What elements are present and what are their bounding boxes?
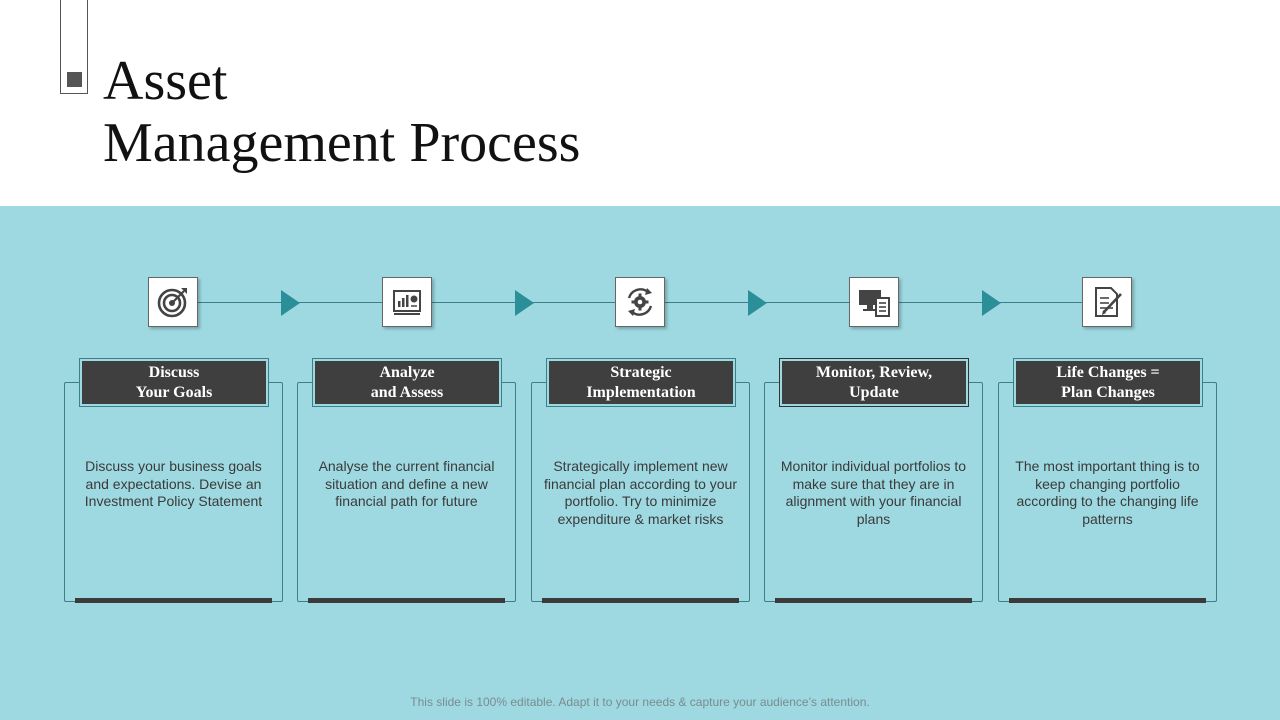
arrow-right-icon [515, 290, 534, 316]
step-1-description: Discuss your business goals and expectat… [84, 458, 263, 509]
step-4-card: Monitor individual portfolios to make su… [764, 382, 983, 603]
step-2-description: Analyse the current financial situation … [318, 458, 495, 509]
title-line-1: Asset [103, 50, 228, 112]
step-4-title: Monitor, Review, Update [782, 361, 966, 404]
step-5-label: Life Changes = Plan Changes [1013, 358, 1203, 407]
arrow-right-icon [982, 290, 1001, 316]
arrow-right-icon [281, 290, 300, 316]
gear-cycle-icon [627, 288, 653, 316]
edit-document-icon [1095, 287, 1122, 317]
footer-note: This slide is 100% editable. Adapt it to… [410, 695, 870, 709]
step-5-icon-box [1082, 277, 1132, 327]
target-icon [157, 288, 187, 318]
step-5-title: Life Changes = Plan Changes [1016, 361, 1200, 404]
slide-header: Asset Management Process [0, 0, 1280, 206]
card-bottom-bar [308, 598, 505, 603]
title-marker [60, 0, 88, 94]
step-2-title: Analyze and Assess [315, 361, 499, 404]
step-4-label: Monitor, Review, Update [779, 358, 969, 407]
step-1-card: Discuss your business goals and expectat… [64, 382, 283, 603]
step-3-label: Strategic Implementation [546, 358, 736, 407]
monitor-document-icon [859, 290, 890, 317]
step-2-label: Analyze and Assess [312, 358, 502, 407]
step-3-description: Strategically implement new financial pl… [544, 458, 738, 527]
card-bottom-bar [775, 598, 972, 603]
step-1-icon-box [148, 277, 198, 327]
title-line-2: Management Process [103, 112, 581, 174]
step-2-icon-box [382, 277, 432, 327]
step-1-label: Discuss Your Goals [79, 358, 269, 407]
step-3-title: Strategic Implementation [549, 361, 733, 404]
step-4-icon-box [849, 277, 899, 327]
step-4-description: Monitor individual portfolios to make su… [780, 458, 967, 527]
step-3-card: Strategically implement new financial pl… [531, 382, 750, 603]
step-3-icon-box [615, 277, 665, 327]
arrow-right-icon [748, 290, 767, 316]
card-bottom-bar [75, 598, 272, 603]
step-5-card: The most important thing is to keep chan… [998, 382, 1217, 603]
step-1-title: Discuss Your Goals [82, 361, 266, 404]
title-marker-square [67, 72, 82, 87]
step-5-description: The most important thing is to keep chan… [1015, 458, 1200, 527]
card-bottom-bar [542, 598, 739, 603]
card-bottom-bar [1009, 598, 1206, 603]
analytics-report-icon [393, 290, 421, 315]
page-title: Asset Management Process [103, 50, 580, 174]
step-2-card: Analyse the current financial situation … [297, 382, 516, 603]
